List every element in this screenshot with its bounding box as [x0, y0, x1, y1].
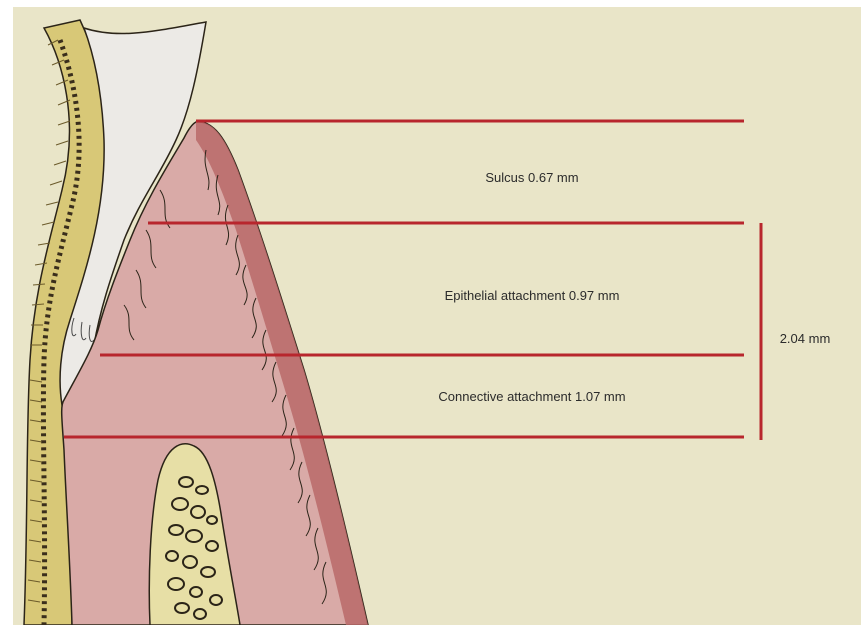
sulcus-label: Sulcus 0.67 mm: [485, 170, 578, 185]
epithelial-attachment-label: Epithelial attachment 0.97 mm: [445, 288, 620, 303]
total-width-label: 2.04 mm: [780, 331, 831, 346]
connective-attachment-label: Connective attachment 1.07 mm: [438, 389, 625, 404]
